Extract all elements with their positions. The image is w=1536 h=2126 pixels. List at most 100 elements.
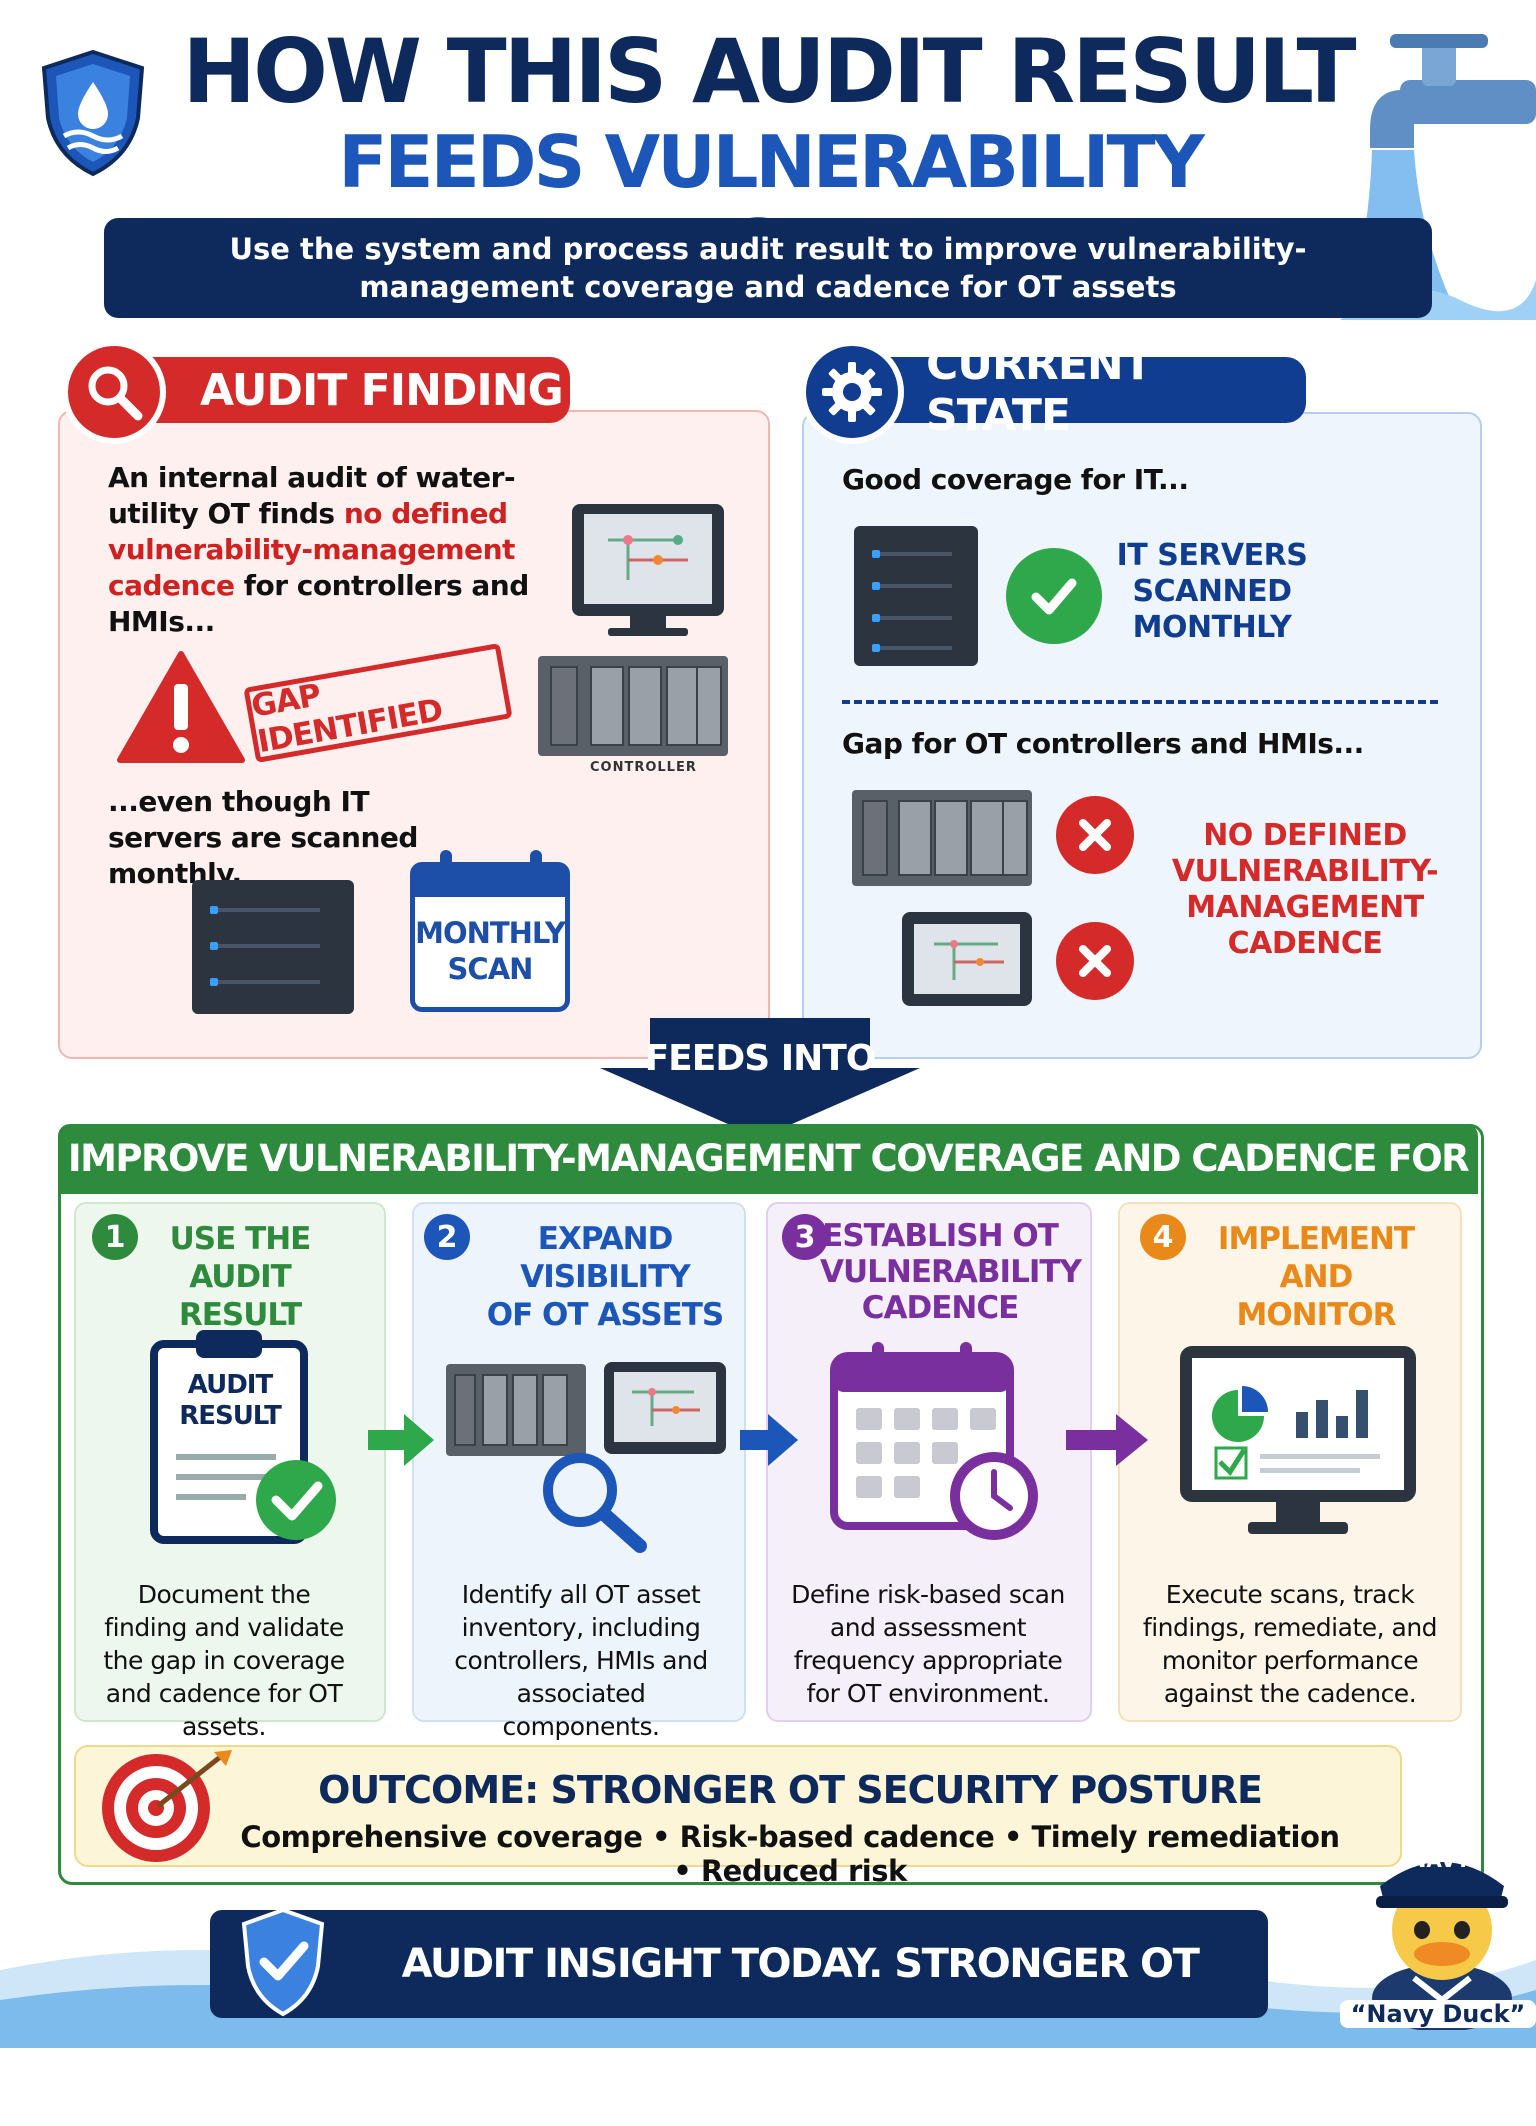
page-title-line1: HOW THIS AUDIT RESULT (182, 20, 1356, 123)
audit-finding-heading: AUDIT FINDING (100, 357, 570, 423)
right-arrow-icon (368, 1414, 434, 1466)
calendar-line1: MONTHLY (415, 916, 566, 950)
target-illustration (96, 1748, 236, 1864)
step-2-hmi-illustration (602, 1360, 728, 1456)
step-1-title-line2: RESULT (178, 1297, 302, 1333)
step-1-title: USE THE AUDIT RESULT (120, 1220, 360, 1334)
shield-check-icon (241, 1907, 325, 2017)
subtitle-text: Use the system and process audit result … (229, 232, 1307, 304)
warning-icon (117, 651, 245, 763)
mascot-cap-label: NAVY (1409, 1848, 1471, 1872)
search-icon (88, 366, 143, 421)
calendar-ring-right (530, 850, 542, 880)
clipboard-icon (150, 1330, 336, 1544)
mascot-name: “Navy Duck” (1340, 2000, 1536, 2028)
ot-label-line3: MANAGEMENT (1186, 890, 1424, 925)
gear-badge (800, 340, 904, 444)
monitoring-dashboard-illustration (1176, 1342, 1420, 1542)
hmi-monitor-illustration (568, 500, 728, 640)
calendar-line2: SCAN (447, 952, 534, 986)
step-3-title: ESTABLISH OT VULNERABILITY CADENCE (820, 1218, 1082, 1326)
cadence-calendar-illustration (828, 1336, 1048, 1546)
checkmark-icon (1006, 548, 1102, 644)
calendar-ring-left (440, 850, 452, 880)
ot-label-line1: NO DEFINED (1203, 818, 1407, 853)
current-state-heading: CURRENT STATE (840, 339, 1306, 441)
it-server-illustration (192, 880, 354, 1014)
step-4-title-line2: MONITOR (1236, 1297, 1396, 1333)
search-icon (543, 1453, 647, 1553)
step-number-2: 2 (424, 1214, 470, 1260)
gear-icon (822, 362, 882, 422)
ot-label-line2: VULNERABILITY- (1171, 854, 1439, 889)
outcome-items: Comprehensive coverage • Risk-based cade… (240, 1820, 1340, 1888)
step-arrow-1 (368, 1410, 436, 1474)
down-arrow-icon (600, 1018, 920, 1138)
hmi-icon (604, 1362, 726, 1454)
dashed-divider (842, 700, 1438, 704)
step-number-1: 1 (92, 1214, 138, 1260)
right-arrow-icon (1066, 1414, 1148, 1466)
it-scanned-label: IT SERVERS SCANNED MONTHLY (1100, 538, 1324, 646)
footer-shield (238, 1906, 328, 2018)
step-number-3: 3 (782, 1214, 828, 1260)
audit-clipboard-illustration (146, 1320, 346, 1550)
step-4-title-line1: IMPLEMENT AND (1217, 1221, 1415, 1295)
it-server-rack (854, 526, 978, 666)
step-arrow-3 (1066, 1410, 1150, 1474)
step-2-title: EXPAND VISIBILITY OF OT ASSETS (470, 1220, 740, 1334)
step-3-text: Define risk-based scan and assessment fr… (791, 1580, 1065, 1708)
gap-ot-text: Gap for OT controllers and HMIs... (842, 727, 1364, 760)
water-shield-logo (38, 48, 148, 178)
step-4-title: IMPLEMENT AND MONITOR (1186, 1220, 1446, 1334)
clipboard-label: AUDIT RESULT (156, 1370, 304, 1432)
step-1-text: Document the finding and validate the ga… (103, 1580, 345, 1741)
footer-tagline: AUDIT INSIGHT TODAY. STRONGER OT TOMORRO… (401, 1941, 1200, 2095)
step-2-text: Identify all OT asset inventory, includi… (454, 1580, 708, 1741)
feeds-into-label: FEEDS INTO (644, 1038, 877, 1079)
warning-triangle (116, 650, 246, 765)
plc-label: CONTROLLER (590, 760, 697, 775)
feeds-into-arrow (600, 1018, 920, 1138)
ot-label-line4: CADENCE (1227, 926, 1383, 961)
subtitle-banner: Use the system and process audit result … (104, 218, 1432, 318)
step-1-title-line1: USE THE AUDIT (169, 1221, 312, 1295)
it-label-line3: MONTHLY (1132, 610, 1292, 645)
right-arrow-icon (740, 1414, 798, 1466)
magnifier-badge (62, 340, 166, 444)
x-mark-icon-controllers (1056, 796, 1134, 874)
it-label-line2: SCANNED (1132, 574, 1292, 609)
step-3-title-line2: VULNERABILITY (820, 1254, 1082, 1290)
monthly-scan-calendar: MONTHLY SCAN (410, 862, 570, 1012)
water-shield-icon (41, 49, 145, 177)
x-mark-icon-hmis (1056, 922, 1134, 1000)
clipboard-label-line1: AUDIT (187, 1370, 273, 1400)
footer-banner (210, 1910, 1268, 2018)
calendar-clock-icon (830, 1342, 1038, 1540)
audit-text-highlight: no defined vulnerability-management cade… (108, 497, 515, 602)
audit-finding-text: An internal audit of water-utility OT fi… (108, 460, 578, 640)
audit-text-start: An internal audit of water-utility OT fi… (108, 461, 516, 530)
step-2-controller-illustration (446, 1364, 586, 1456)
step-4-text: Execute scans, track findings, remediate… (1142, 1580, 1438, 1708)
ot-hmi-panel (900, 910, 1034, 1008)
step-number-4: 4 (1140, 1214, 1186, 1260)
audit-text-end: for controllers and HMIs... (108, 569, 529, 638)
step-2-title-line1: EXPAND VISIBILITY (520, 1221, 690, 1295)
it-label-line1: IT SERVERS (1116, 538, 1308, 573)
dashboard-monitor-icon (1180, 1346, 1416, 1534)
outcome-box (74, 1745, 1402, 1867)
plc-controller-illustration (538, 656, 728, 756)
audit-second-text: ...even though IT servers are scanned mo… (108, 785, 418, 890)
step-2-magnifier (536, 1446, 656, 1556)
target-icon (102, 1750, 232, 1862)
outcome-title: OUTCOME: STRONGER OT SECURITY POSTURE (318, 1768, 1263, 1812)
step-3-title-line1: ESTABLISH OT (822, 1218, 1059, 1254)
step-3-title-line3: CADENCE (861, 1290, 1020, 1326)
clipboard-label-line2: RESULT (179, 1401, 282, 1431)
step-2-title-line2: OF OT ASSETS (486, 1297, 725, 1333)
good-coverage-text: Good coverage for IT... (842, 463, 1189, 496)
step-arrow-2 (740, 1410, 800, 1474)
ot-gap-label: NO DEFINED VULNERABILITY- MANAGEMENT CAD… (1150, 818, 1460, 962)
hmi-icon (902, 912, 1032, 1006)
